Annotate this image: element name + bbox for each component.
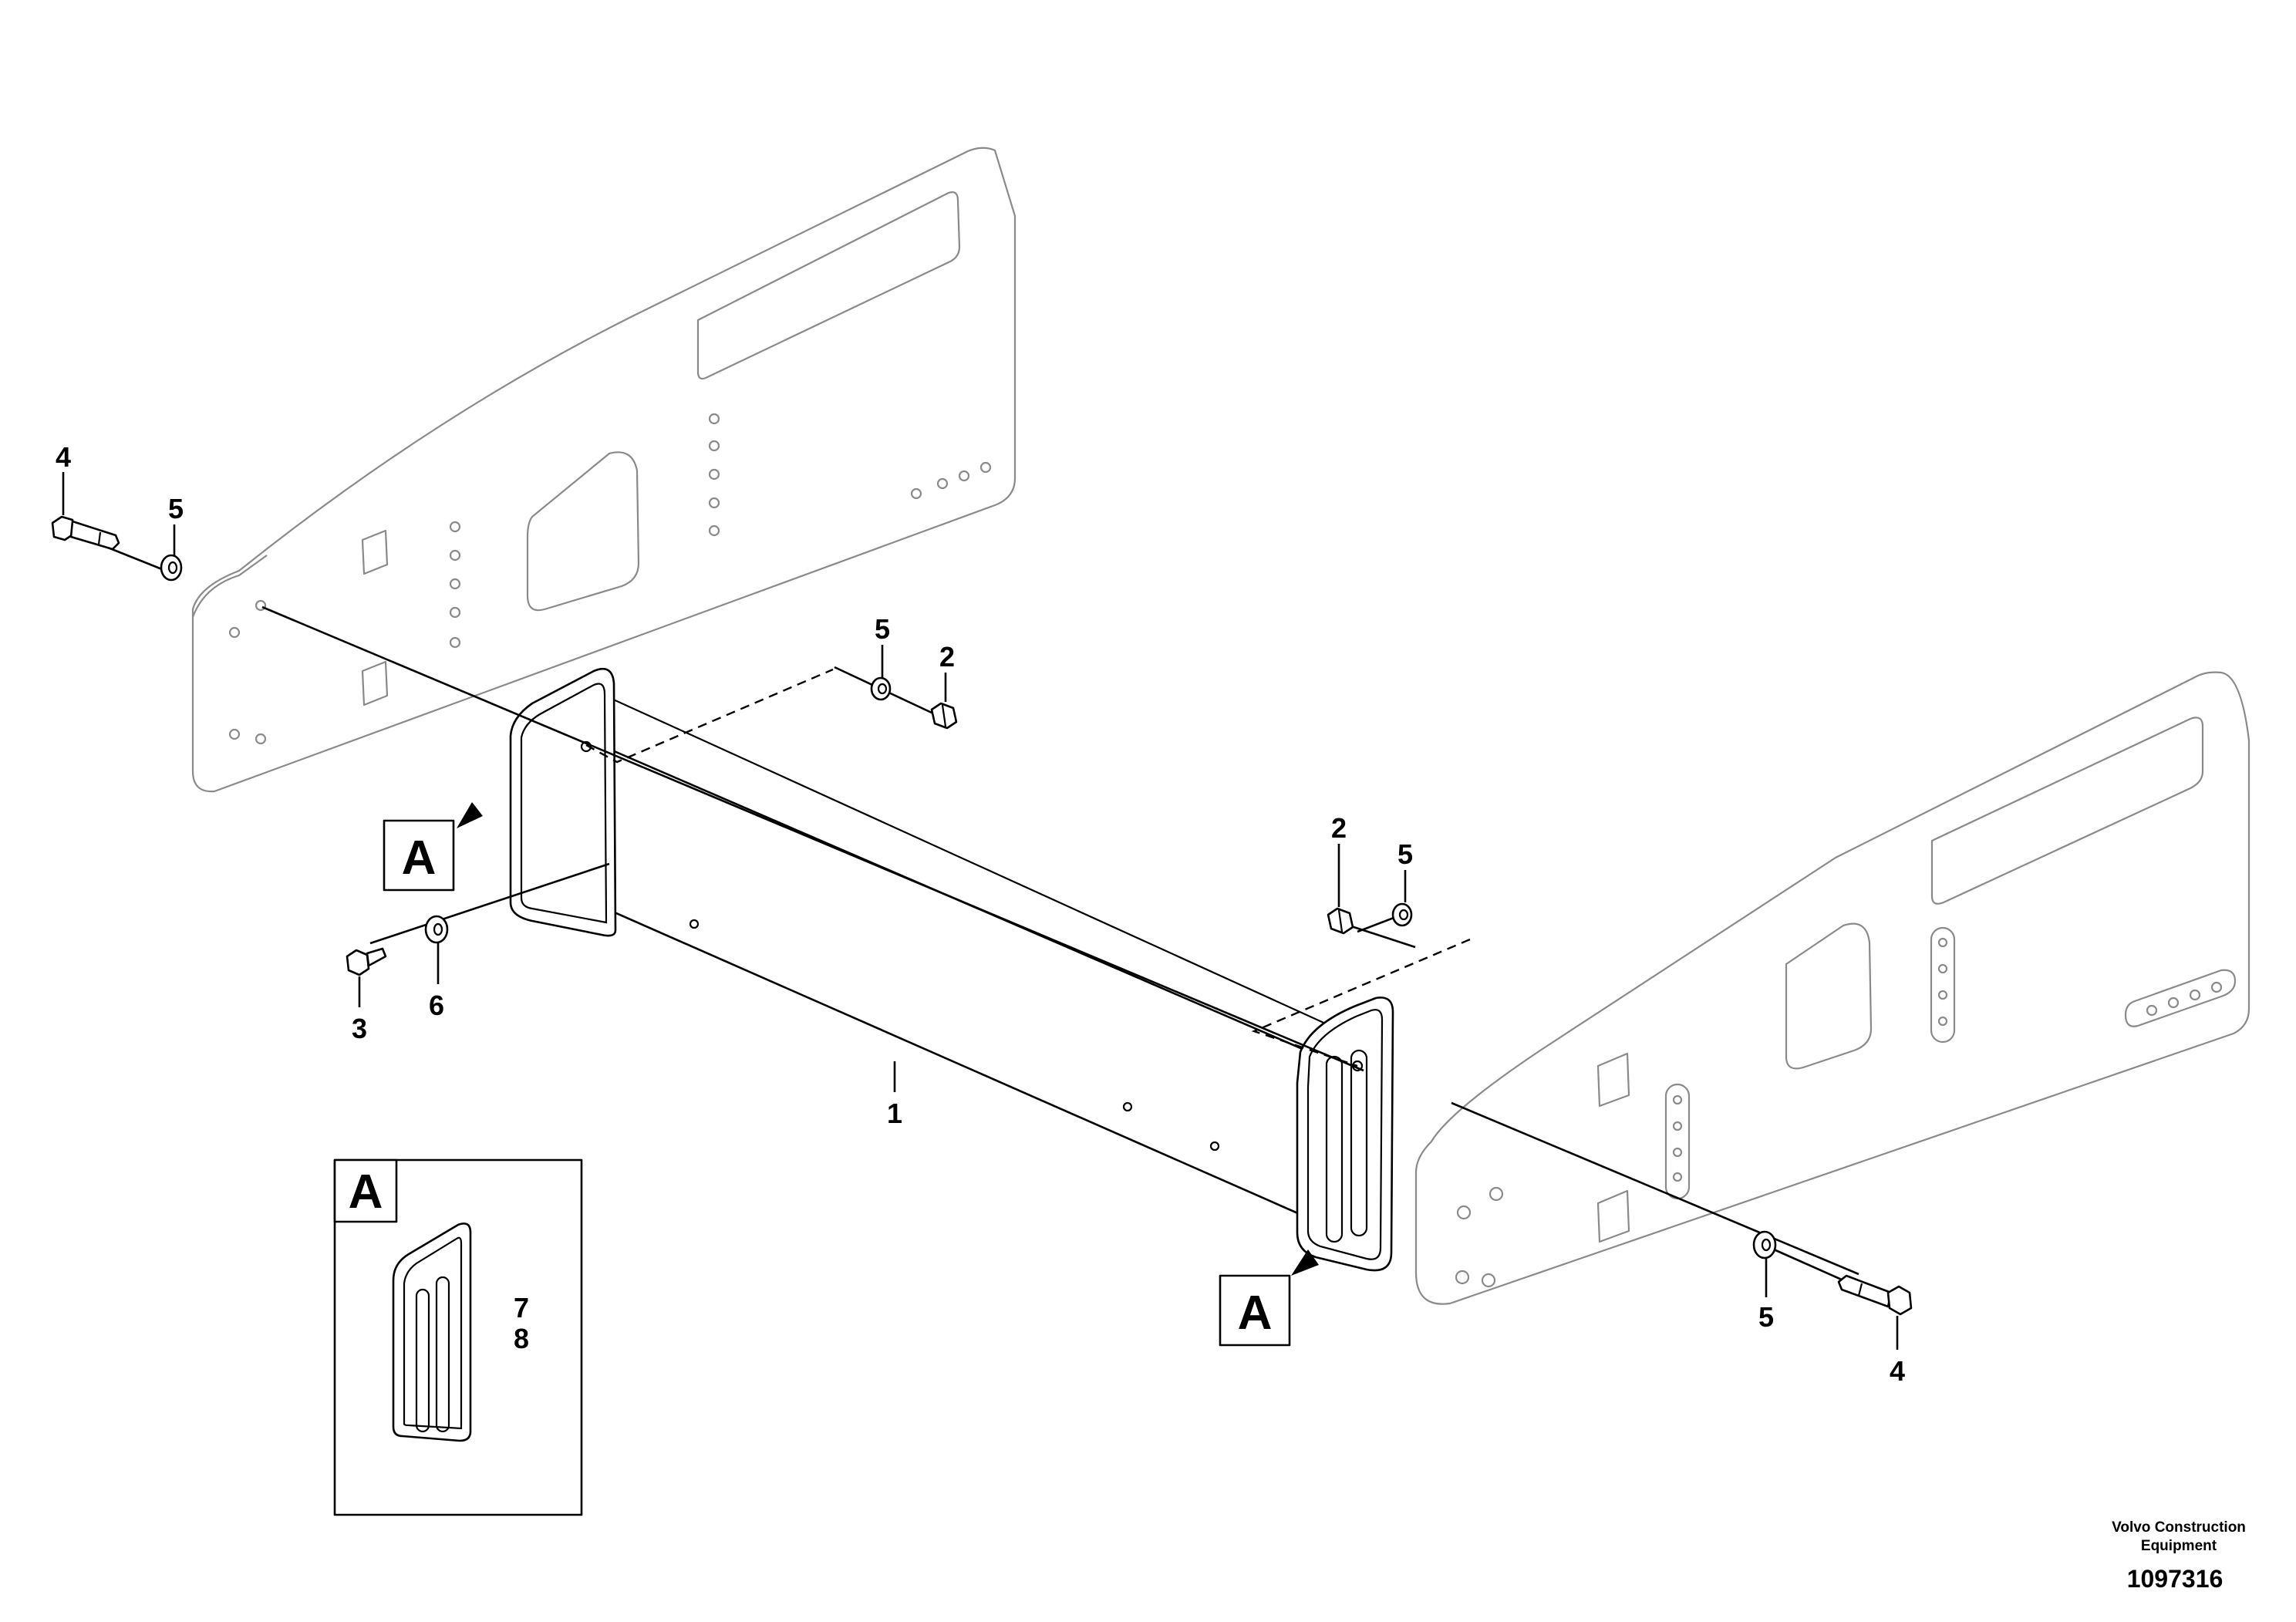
- callout-washer-lower-right: 5: [1758, 1301, 1774, 1333]
- view-marker-right: A: [1219, 1249, 1319, 1347]
- washer-small-icon: [424, 915, 449, 944]
- nut-right-icon: [1327, 907, 1354, 935]
- washer-mid-icon: [870, 676, 892, 701]
- footer-brand: Volvo Construction Equipment 1097316: [2112, 1519, 2246, 1593]
- callout-bolt-left: 4: [56, 441, 71, 473]
- callout-washer-small: 6: [429, 990, 444, 1021]
- washer-left-icon: [160, 554, 183, 582]
- assembly-lines: [99, 543, 1859, 1282]
- right-plate-holes: [1455, 937, 2223, 1288]
- bolt-left-icon: [51, 515, 120, 551]
- nut-left-icon: [930, 702, 958, 730]
- view-marker-right-letter: A: [1238, 1286, 1273, 1340]
- brand-line-1: Volvo Construction: [2112, 1519, 2246, 1536]
- callout-washer-mid: 5: [875, 613, 890, 645]
- detail-view-a: A: [333, 1158, 583, 1516]
- detail-view-letter: A: [349, 1165, 383, 1219]
- reference-number: 1097316: [2127, 1565, 2224, 1593]
- guide-plate-icon: [392, 1222, 472, 1442]
- right-frame-plate: [1414, 671, 2250, 1305]
- brand-line-2: Equipment: [2141, 1538, 2217, 1554]
- callout-beam: 1: [887, 1098, 902, 1129]
- left-end-plate: [509, 667, 617, 937]
- washer-lower-right-icon: [1752, 1230, 1777, 1259]
- right-end-plate: [1296, 996, 1394, 1272]
- callout-bolt-right: 4: [1890, 1355, 1905, 1387]
- washer-upper-right-icon: [1391, 902, 1413, 927]
- view-marker-left-letter: A: [402, 831, 437, 885]
- callout-washer-left: 5: [168, 493, 184, 524]
- callout-plate-a: 7: [514, 1292, 529, 1324]
- callout-nut-left: 2: [939, 641, 955, 673]
- left-plate-holes: [228, 413, 992, 745]
- bolt-right-icon: [1837, 1274, 1913, 1316]
- bolt-small-icon: [346, 947, 387, 976]
- callout-plate-b: 8: [514, 1323, 529, 1354]
- callout-bolt-small: 3: [352, 1013, 367, 1044]
- callout-labels: 4 5 5 2 2 5 3 6 1 5 4 7 8: [56, 441, 1905, 1387]
- callout-nut-right: 2: [1331, 812, 1347, 844]
- left-frame-plate: [191, 147, 1017, 793]
- callout-washer-upper-right: 5: [1397, 838, 1413, 870]
- view-marker-left: A: [383, 802, 483, 892]
